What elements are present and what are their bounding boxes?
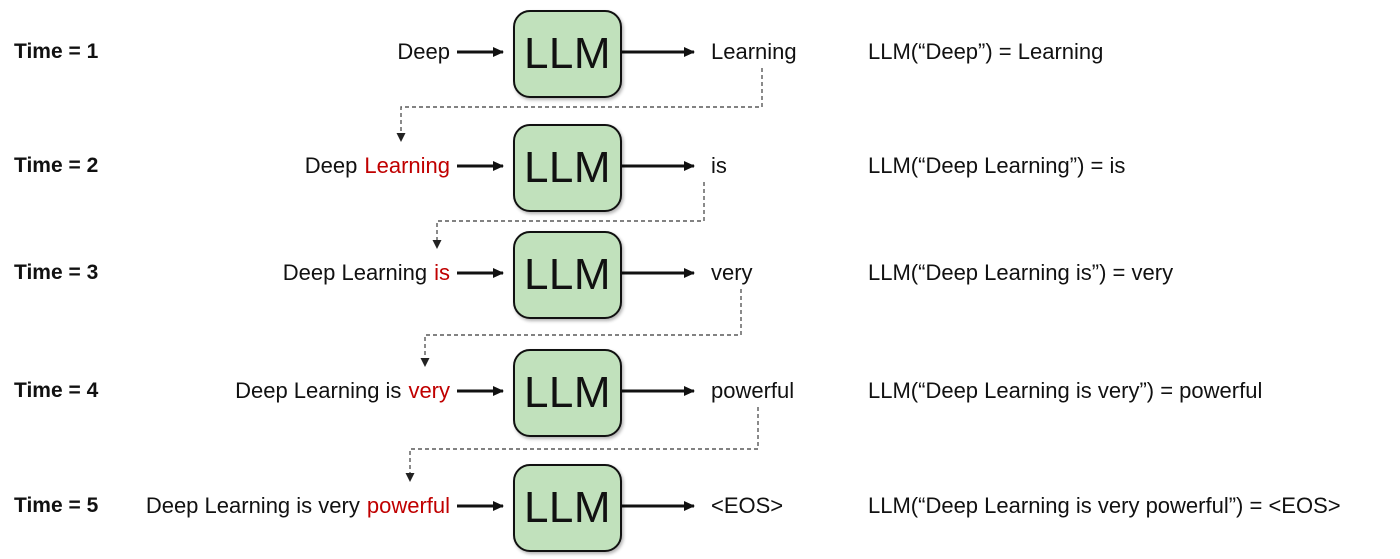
llm-box-label: LLM xyxy=(523,368,612,417)
equation-text: LLM(“Deep Learning is very”) = powerful xyxy=(868,378,1263,403)
output-token: <EOS> xyxy=(711,493,784,518)
output-token: Learning xyxy=(711,39,797,64)
input-text: Deep xyxy=(92,37,450,67)
input-highlight-token: powerful xyxy=(366,493,450,518)
time-label: Time = 2 xyxy=(14,154,99,177)
input-prefix: Deep xyxy=(304,153,358,178)
time-label: Time = 5 xyxy=(14,494,99,517)
output-token: powerful xyxy=(711,378,795,403)
llm-box-label: LLM xyxy=(523,483,612,532)
llm-box-label: LLM xyxy=(523,29,612,78)
input-prefix: Deep Learning is xyxy=(235,378,402,403)
input-prefix: Deep xyxy=(397,39,450,64)
equation-text: LLM(“Deep”) = Learning xyxy=(868,39,1104,64)
llm-box: LLM xyxy=(513,231,622,319)
equation-text: LLM(“Deep Learning”) = is xyxy=(868,153,1126,178)
input-highlight-token: Learning xyxy=(364,153,450,178)
output-token: is xyxy=(711,153,727,178)
output-token: very xyxy=(711,260,753,285)
input-highlight-token: very xyxy=(408,378,450,403)
llm-box-label: LLM xyxy=(523,250,612,299)
input-prefix: Deep Learning is very xyxy=(145,493,360,518)
time-label: Time = 3 xyxy=(14,261,99,284)
llm-box: LLM xyxy=(513,464,622,552)
time-label: Time = 4 xyxy=(14,379,99,402)
llm-box-label: LLM xyxy=(523,143,612,192)
equation-text: LLM(“Deep Learning is”) = very xyxy=(868,260,1174,285)
input-highlight-token: is xyxy=(434,260,450,285)
llm-box: LLM xyxy=(513,349,622,437)
time-label: Time = 1 xyxy=(14,40,99,63)
llm-box: LLM xyxy=(513,10,622,98)
llm-box: LLM xyxy=(513,124,622,212)
input-prefix: Deep Learning xyxy=(282,260,428,285)
equation-text: LLM(“Deep Learning is very powerful”) = … xyxy=(868,493,1341,518)
